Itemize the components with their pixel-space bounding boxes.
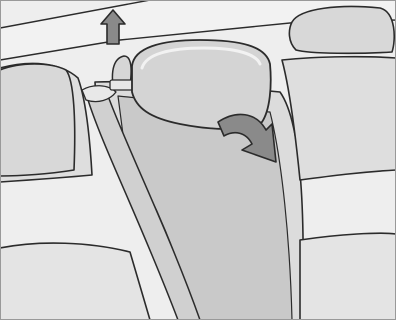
left-headrest bbox=[0, 64, 75, 176]
left-seat-cushion bbox=[0, 243, 150, 320]
release-loop-base bbox=[110, 80, 134, 90]
right-seat-cushion bbox=[300, 233, 396, 320]
right-seat-back bbox=[282, 57, 396, 180]
right-headrest bbox=[289, 7, 394, 54]
